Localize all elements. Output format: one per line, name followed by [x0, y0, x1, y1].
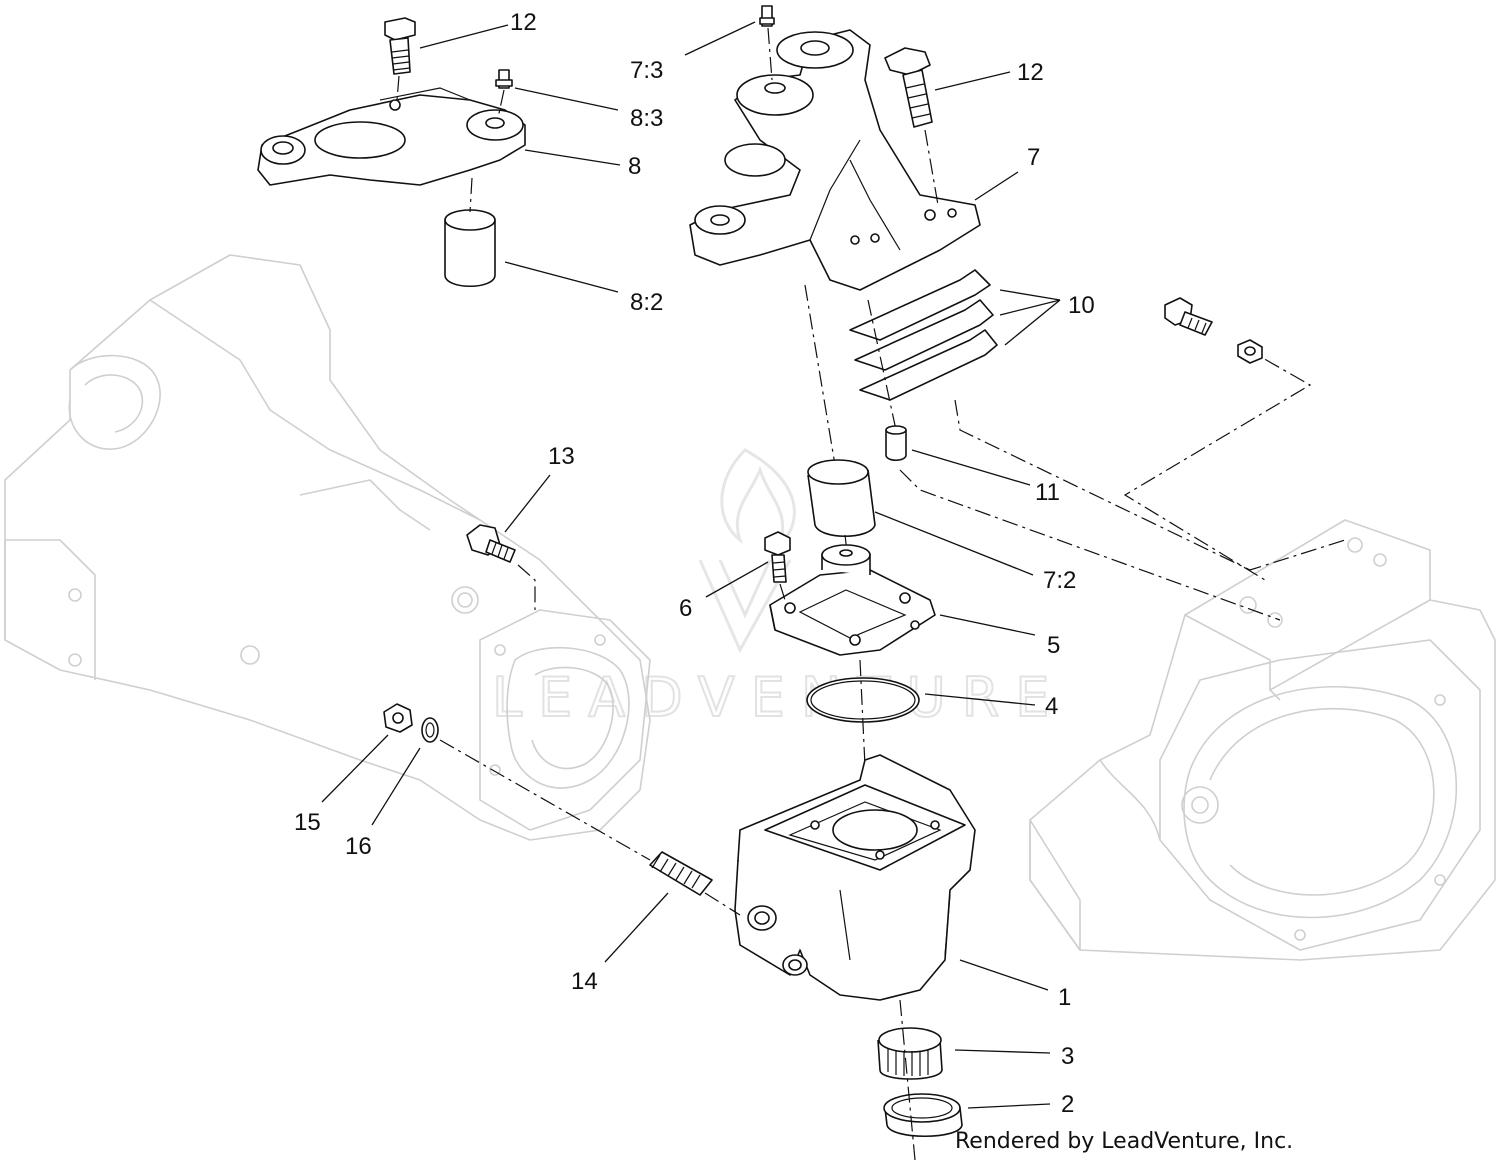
watermark-text: LEADVENTURE — [492, 666, 1065, 729]
seal-part-2 — [883, 1093, 963, 1137]
axis-line-8 — [469, 177, 473, 213]
callout-3: 3 — [1061, 1043, 1074, 1070]
o-ring-part-4 — [806, 677, 920, 723]
axis-line-7 — [804, 284, 836, 466]
steering-knuckle-part-7 — [689, 29, 981, 291]
bushing-part-8-2 — [444, 209, 496, 287]
callout-7-3: 7:3 — [630, 57, 663, 84]
dowel-pin-part-11 — [885, 425, 907, 462]
leader-lines — [321, 21, 1061, 1109]
callout-12-right: 12 — [1017, 59, 1044, 86]
axis-line-right — [954, 399, 1346, 571]
callout-15: 15 — [294, 809, 321, 836]
cap-plate-part-5 — [769, 544, 936, 656]
callout-8-2: 8:2 — [630, 289, 663, 316]
washer-part-16 — [421, 717, 439, 743]
watermark: LEADVENTURE — [491, 448, 1065, 730]
callout-8: 8 — [628, 153, 641, 180]
callout-8-3: 8:3 — [630, 105, 663, 132]
watermark-v-icon — [698, 559, 792, 654]
callout-13: 13 — [548, 443, 575, 470]
bolt-nut-right — [1164, 297, 1263, 364]
steering-arm-part-8 — [257, 87, 526, 186]
bolt-part-6 — [764, 531, 791, 601]
axis-line-stud — [439, 739, 741, 916]
axis-line-11 — [899, 469, 1281, 621]
callout-14: 14 — [571, 968, 598, 995]
grease-fitting-part-8-3 — [495, 69, 513, 119]
axis-line-10 — [867, 299, 897, 431]
callout-2: 2 — [1061, 1091, 1074, 1118]
bushing-part-7-2 — [807, 459, 876, 538]
callout-11: 11 — [1035, 479, 1060, 506]
callout-7-2: 7:2 — [1043, 567, 1076, 594]
bearing-part-3 — [877, 1027, 943, 1080]
callout-5: 5 — [1047, 632, 1060, 659]
callout-12-left: 12 — [510, 9, 537, 36]
axis-line-13 — [517, 564, 536, 610]
axis-line-bolt-nut — [1123, 344, 1312, 581]
bolt-part-12-right — [884, 47, 939, 206]
right-gear-housing-ghost — [1029, 519, 1496, 961]
callout-labels: 12 7:3 12 8:3 8 7 8:2 10 13 11 7:2 6 5 4… — [294, 9, 1095, 1118]
callout-7: 7 — [1027, 144, 1040, 171]
callout-16: 16 — [345, 833, 372, 860]
bolt-part-13 — [466, 524, 516, 563]
bolt-part-12-left — [384, 17, 416, 101]
watermark-flame-icon — [720, 448, 796, 551]
shim-plates-part-10 — [849, 269, 998, 401]
axis-line-bottom — [899, 999, 916, 1161]
callout-10: 10 — [1068, 292, 1095, 319]
nut-part-15 — [383, 703, 413, 733]
stud-part-14 — [649, 851, 713, 896]
callout-4: 4 — [1045, 693, 1058, 720]
callout-6: 6 — [679, 595, 692, 622]
spindle-housing-part-1 — [734, 754, 976, 1001]
render-credit: Rendered by LeadVenture, Inc. — [955, 1129, 1293, 1154]
grease-fitting-part-7-3 — [759, 5, 775, 81]
left-axle-housing-ghost — [4, 254, 651, 841]
callout-1: 1 — [1058, 984, 1071, 1011]
